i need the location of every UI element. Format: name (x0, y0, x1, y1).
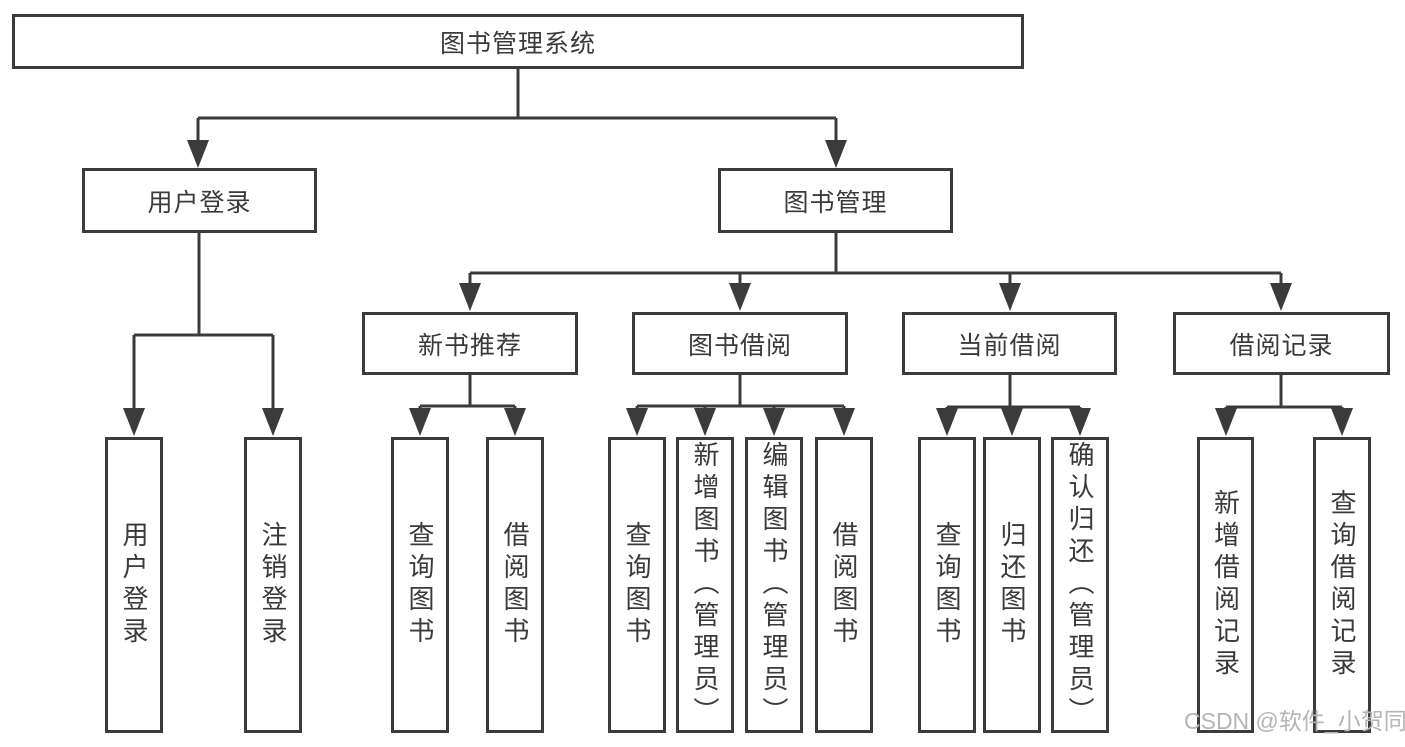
node-root-label: 图书管理系统 (439, 29, 596, 58)
leaf-cb-return-books: 归还图书 (983, 437, 1041, 733)
leaf-br-query-record: 查询借阅记录 (1313, 437, 1371, 733)
arrow-nbr-query-books (409, 408, 431, 436)
leaf-br-add-record: 新增借阅记录 (1197, 437, 1254, 733)
arrow-bb-borrow-books (833, 408, 855, 436)
leaf-nbr-borrow-books: 借阅图书 (486, 437, 544, 733)
arrow-br-add-record (1215, 408, 1237, 436)
arrow-leaf-logout (262, 408, 284, 436)
node-current-borrowing-label: 当前借阅 (957, 331, 1062, 360)
connector-current-borrowing-to-leaves (945, 375, 1082, 410)
connector-root-to-level2 (196, 69, 838, 142)
connector-book-management-to-level3 (468, 233, 1283, 285)
arrow-nbr-borrow-books (504, 408, 526, 436)
arrow-current-borrowing (999, 283, 1021, 311)
node-borrowing-records: 借阅记录 (1173, 312, 1390, 375)
connector-user-login-to-leaves (132, 233, 275, 410)
arrow-new-book-recommend (459, 283, 481, 311)
leaf-bb-query-books: 查询图书 (608, 437, 666, 733)
leaf-nbr-query-books: 查询图书 (391, 437, 449, 733)
watermark-text: CSDN @软件_小贺同学 (1184, 708, 1405, 734)
arrow-bb-query-books (626, 408, 648, 436)
connector-book-borrowing-to-leaves (635, 375, 846, 410)
arrow-leaf-user-login (123, 408, 145, 436)
node-borrowing-records-label: 借阅记录 (1229, 331, 1334, 360)
node-user-login-label: 用户登录 (147, 188, 252, 217)
connector-new-book-recommend-to-leaves (418, 375, 517, 410)
arrow-borrowing-records (1270, 283, 1292, 311)
leaf-cb-confirm-return-admin: 确认归还（管理员） (1051, 437, 1109, 733)
arrow-cb-return-books (1001, 408, 1023, 436)
arrow-cb-confirm-return (1069, 408, 1091, 436)
leaf-bb-borrow-books: 借阅图书 (815, 437, 873, 733)
arrow-book-borrowing (729, 283, 751, 311)
leaf-logout: 注销登录 (244, 437, 302, 733)
node-book-borrowing-label: 图书借阅 (687, 331, 792, 360)
node-book-borrowing: 图书借阅 (632, 312, 848, 375)
leaf-user-login: 用户登录 (105, 437, 163, 733)
node-book-management: 图书管理 (718, 168, 953, 233)
node-root: 图书管理系统 (12, 14, 1024, 69)
arrow-br-query-record (1331, 408, 1353, 436)
node-current-borrowing: 当前借阅 (902, 312, 1117, 375)
arrow-cb-query-books (936, 408, 958, 436)
arrow-book-management (825, 140, 847, 168)
node-new-book-recommend-label: 新书推荐 (417, 331, 522, 360)
leaf-bb-edit-book-admin: 编辑图书（管理员） (745, 437, 803, 733)
node-user-login: 用户登录 (82, 168, 317, 233)
leaf-cb-query-books: 查询图书 (918, 437, 976, 733)
node-new-book-recommend: 新书推荐 (362, 312, 578, 375)
arrow-bb-add-book (694, 408, 716, 436)
node-book-management-label: 图书管理 (783, 188, 888, 217)
arrow-user-login (187, 140, 209, 168)
leaf-bb-add-book-admin: 新增图书（管理员） (676, 437, 734, 733)
arrow-bb-edit-book (763, 408, 785, 436)
connector-borrowing-records-to-leaves (1224, 375, 1344, 410)
